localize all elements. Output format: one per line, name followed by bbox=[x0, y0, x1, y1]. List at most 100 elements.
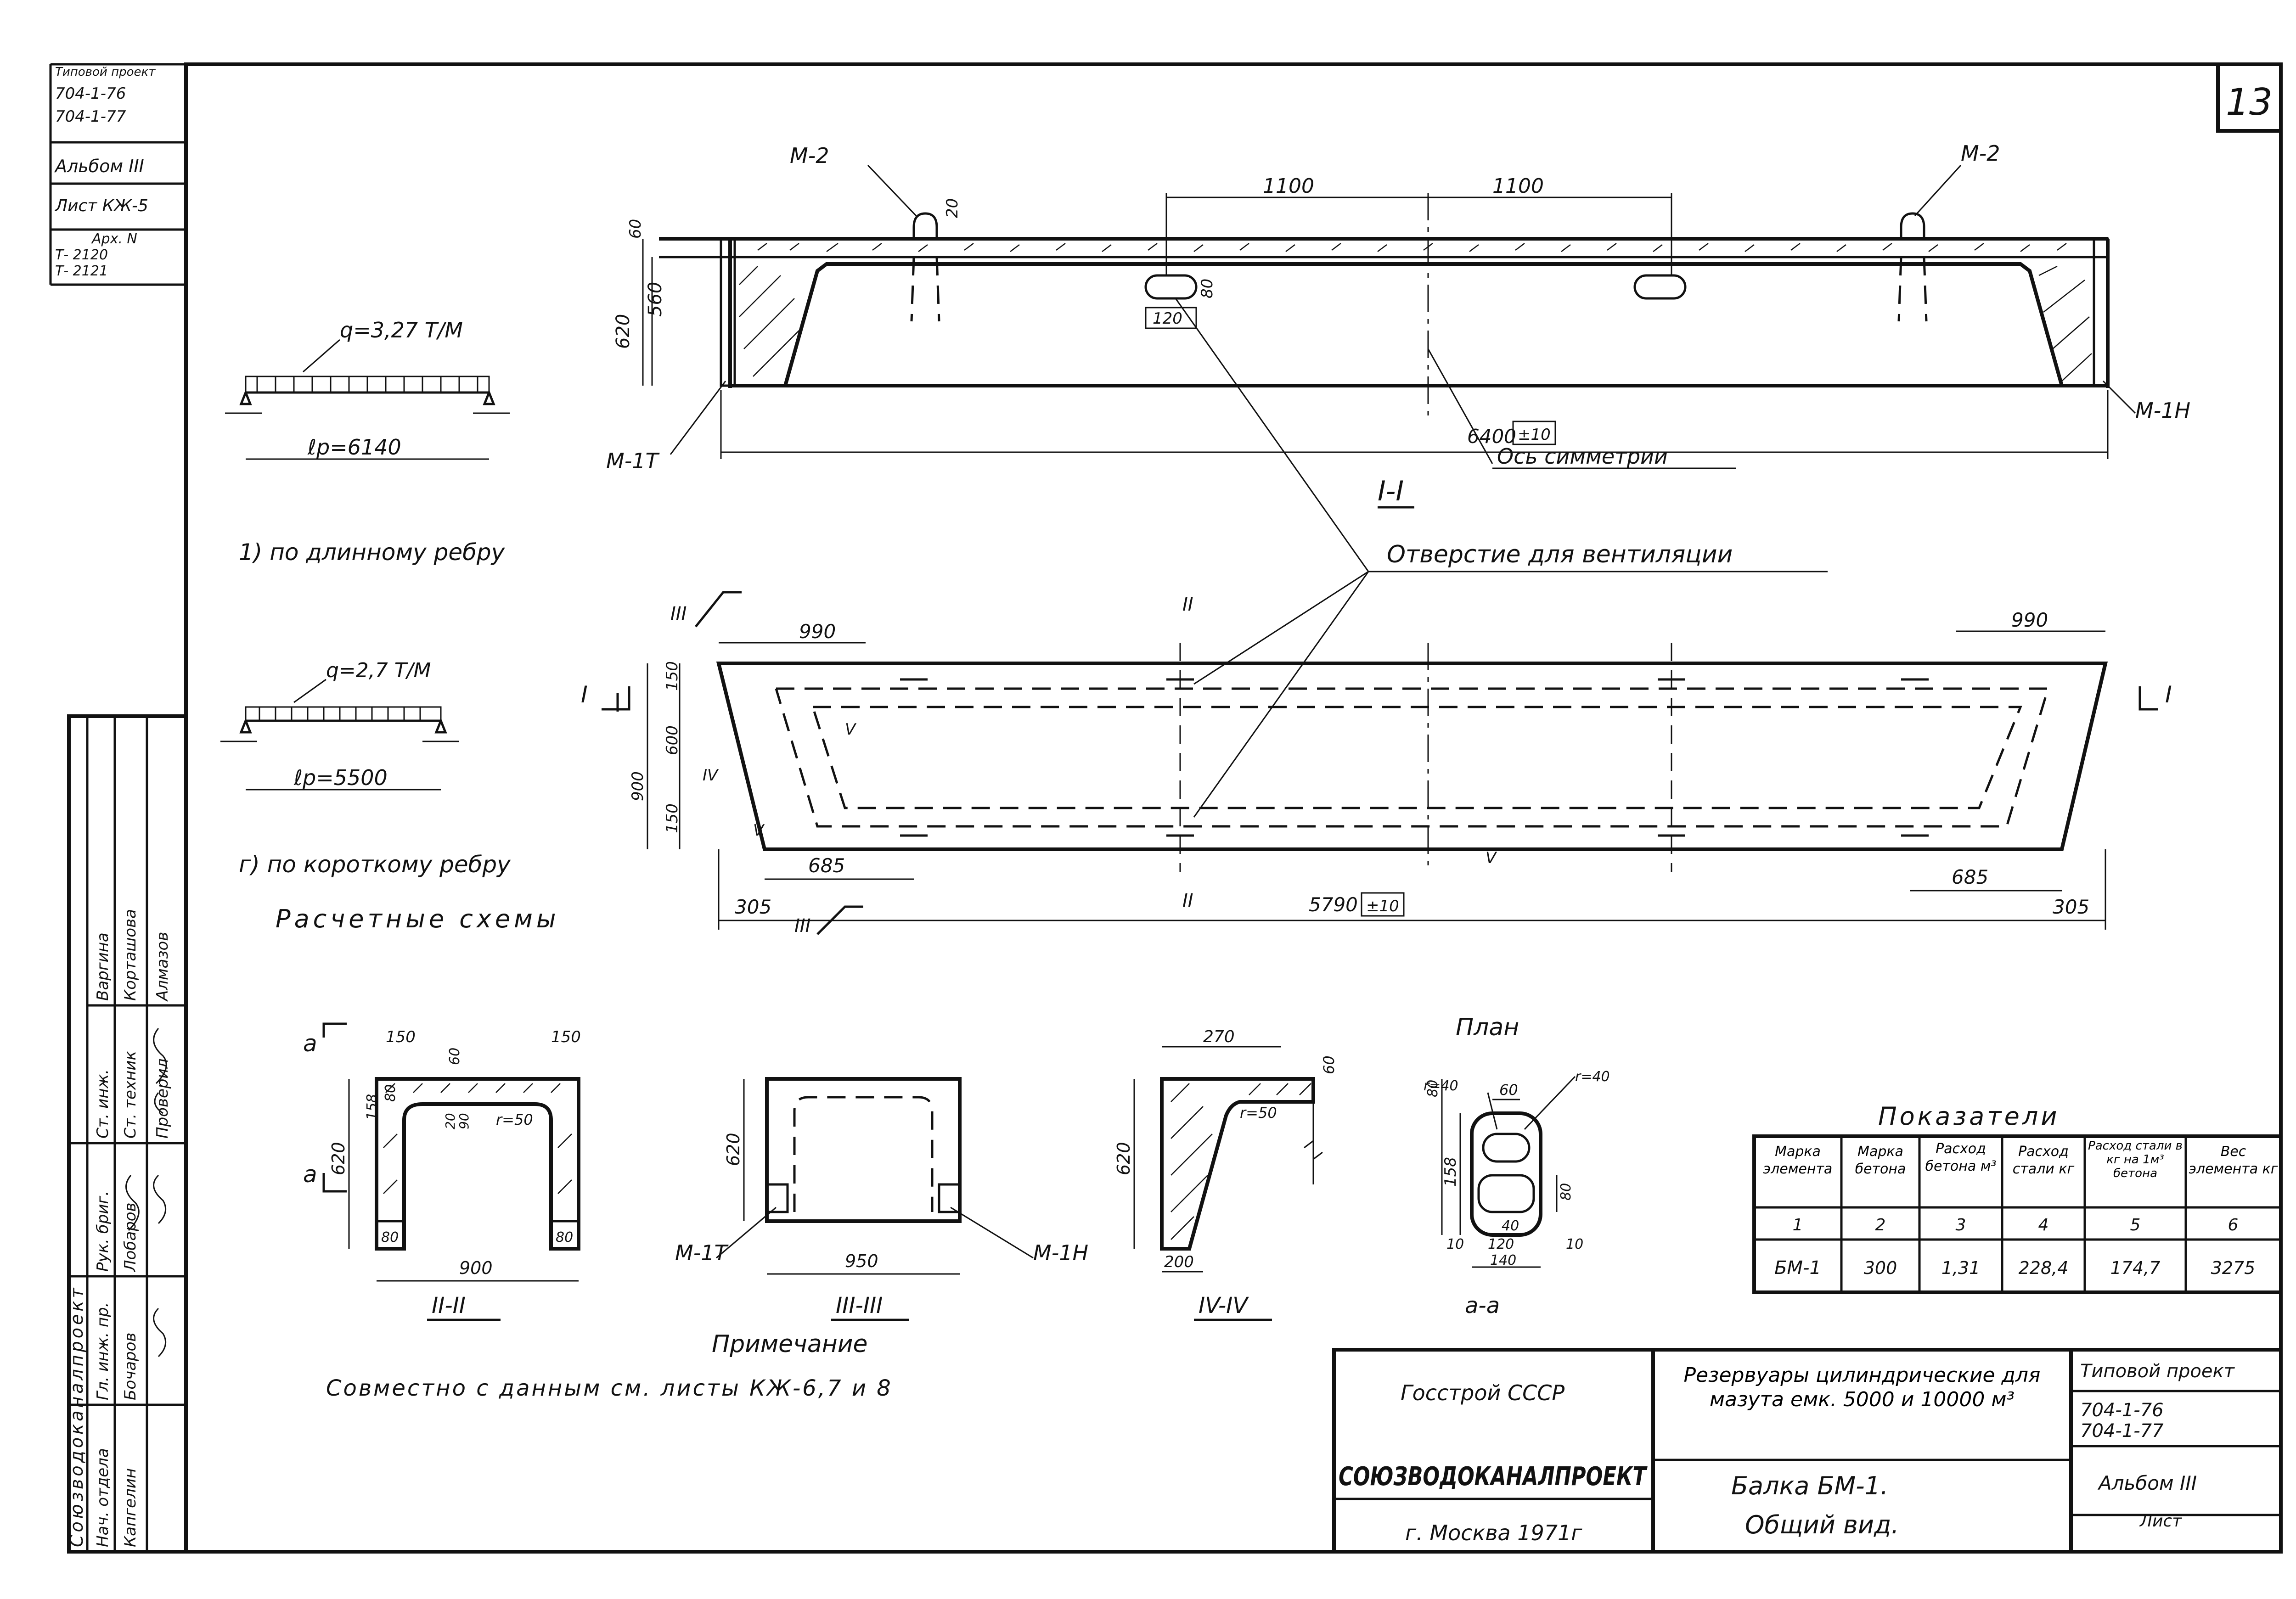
name-2: Бочаров bbox=[121, 1333, 140, 1400]
axis-symmetry-label: Ось симметрии bbox=[1497, 444, 1668, 469]
stamp-project-line-3: 704-1-77 bbox=[55, 107, 126, 126]
signature-block: Нач. отдела Капгелин Гл. инж. пр. Бочаро… bbox=[67, 714, 188, 1554]
dim-6400-tol: ±10 bbox=[1518, 426, 1551, 444]
dim-140-sa: 140 bbox=[1490, 1252, 1516, 1268]
dim-150-top: 150 bbox=[663, 661, 681, 691]
sheet-number-box bbox=[2216, 62, 2283, 133]
dim-150-left-s2: 150 bbox=[386, 1028, 416, 1046]
section-3-3: 620 950 M-1T M-1H III-III bbox=[675, 1077, 1088, 1321]
dim-60-sa: 60 bbox=[1499, 1081, 1518, 1099]
plan-label: План bbox=[1456, 1014, 1519, 1041]
col-num-1: 1 bbox=[1793, 1216, 1803, 1234]
cell-volume: 1,31 bbox=[1941, 1258, 1981, 1278]
col-num-6: 6 bbox=[2228, 1216, 2239, 1234]
name-1: Капгелин bbox=[121, 1468, 140, 1547]
header-steel-mass: Расход стали кг bbox=[2012, 1144, 2075, 1177]
dim-150-right-s2: 150 bbox=[551, 1028, 581, 1046]
cut-mark-i-left: I bbox=[581, 681, 588, 708]
project-title: Резервуары цилиндрические для мазута емк… bbox=[1683, 1363, 2041, 1411]
name-5: Корташова bbox=[121, 909, 140, 1001]
name-3: Лобаров bbox=[121, 1202, 140, 1273]
dim-950-s3: 950 bbox=[845, 1251, 878, 1271]
cut-mark-i-right: I bbox=[2165, 681, 2172, 708]
cell-steel: 228,4 bbox=[2019, 1258, 2069, 1278]
drawing-title-2: Общий вид. bbox=[1745, 1510, 1899, 1539]
dim-80-right-sa: 80 bbox=[1558, 1183, 1574, 1201]
org-vertical: Союзводоканалпроект bbox=[67, 1285, 87, 1547]
cell-weight: 3275 bbox=[2211, 1258, 2256, 1278]
mark-m1t-s3: M-1T bbox=[675, 1240, 729, 1265]
dim-60: 60 bbox=[626, 219, 645, 239]
dim-80: 80 bbox=[1198, 279, 1216, 298]
signature-scribble bbox=[153, 1307, 167, 1358]
section-1-1-title: I-I bbox=[1378, 475, 1404, 507]
cut-mark-iii-bottom: III bbox=[794, 915, 810, 937]
dim-620-s4: 620 bbox=[1114, 1142, 1134, 1175]
album-label: Альбом III bbox=[2097, 1472, 2197, 1494]
cut-mark-ii-bottom: II bbox=[1182, 890, 1193, 911]
scheme-caption-2: г) по короткому ребру bbox=[239, 851, 511, 878]
col-num-5: 5 bbox=[2130, 1216, 2141, 1234]
cut-mark-v-bottom: V bbox=[753, 821, 765, 840]
schemes-title: Расчетные схемы bbox=[276, 904, 560, 933]
dim-6400: 6400 bbox=[1467, 425, 1516, 448]
cut-a-top: a bbox=[303, 1030, 317, 1057]
signature-scribble bbox=[153, 1174, 167, 1224]
org-name: СОЮЗВОДОКАНАЛПРОЕКТ bbox=[1339, 1462, 1648, 1492]
dim-10-right-sa: 10 bbox=[1566, 1236, 1583, 1252]
dim-620: 620 bbox=[613, 314, 634, 349]
name-6: Алмазов bbox=[153, 932, 172, 1002]
dim-990-right: 990 bbox=[2011, 609, 2048, 631]
role-6: Проверил bbox=[153, 1059, 172, 1139]
stamp-sheet: Лист КЖ-5 bbox=[54, 196, 148, 215]
cut-mark-iii-top: III bbox=[670, 603, 687, 624]
opening-outline bbox=[1470, 1111, 1542, 1237]
dim-10-left-sa: 10 bbox=[1446, 1236, 1464, 1252]
r40-left-sa: r=40 bbox=[1424, 1078, 1458, 1094]
plan-view: 990 990 150 600 900 150 685 685 305 305 … bbox=[581, 591, 2172, 937]
stamp-archive-title: Арх. N bbox=[91, 231, 137, 247]
dim-80-top-sa: 80 bbox=[1425, 1080, 1441, 1097]
load-diagram-2 bbox=[245, 706, 442, 722]
dim-620-s3: 620 bbox=[723, 1133, 743, 1166]
role-5: Ст. техник bbox=[121, 1051, 140, 1139]
signature-scribble bbox=[153, 1028, 167, 1114]
dim-900-s2: 900 bbox=[459, 1258, 493, 1278]
dim-600: 600 bbox=[663, 725, 681, 755]
code-1: 704-1-76 bbox=[2080, 1400, 2164, 1421]
calc-schemes: q=3,27 T/M ℓр=6140 1) по длинному ребру … bbox=[220, 318, 560, 933]
dim-1100-right: 1100 bbox=[1492, 174, 1544, 198]
load-label-1: q=3,27 T/M bbox=[340, 318, 463, 342]
cell-steel-per-m3: 174,7 bbox=[2110, 1258, 2161, 1278]
vent-opening-left bbox=[1144, 274, 1198, 300]
signature-scribble bbox=[125, 1175, 140, 1231]
cell-mark: БМ-1 bbox=[1774, 1257, 1821, 1279]
mark-m1h-s3: M-1H bbox=[1033, 1240, 1088, 1265]
stamp-archive-1: Т- 2120 bbox=[55, 247, 108, 263]
header-mark-element: Марка элемента bbox=[1763, 1144, 1833, 1177]
dim-90-s2: 90 bbox=[456, 1113, 472, 1129]
dim-60-s4: 60 bbox=[1320, 1055, 1338, 1074]
lifting-loop-right bbox=[1900, 212, 1925, 239]
cell-grade: 300 bbox=[1864, 1258, 1897, 1278]
section-2-2: 900 620 158 80 150 150 60 20 90 r=50 80 … bbox=[303, 1022, 581, 1321]
dim-5790-tol: ±10 bbox=[1366, 897, 1399, 915]
cut-mark-v-top: V bbox=[845, 720, 857, 739]
sheet-number: 13 bbox=[2226, 81, 2273, 123]
dim-150-bottom: 150 bbox=[663, 803, 681, 833]
dim-158-sa: 158 bbox=[1441, 1157, 1460, 1187]
col-num-2: 2 bbox=[1875, 1216, 1886, 1234]
r40-right-sa: r=40 bbox=[1575, 1069, 1610, 1085]
section-2-2-title: II-II bbox=[432, 1293, 466, 1318]
dim-80-s2: 80 bbox=[383, 1084, 399, 1102]
load-label-2: q=2,7 T/M bbox=[326, 659, 431, 682]
mark-m1t-elev: M-1T bbox=[606, 449, 660, 473]
dim-990-left: 990 bbox=[799, 620, 836, 643]
stamp-project-line-1: Типовой проект bbox=[55, 65, 156, 79]
dim-1100-left: 1100 bbox=[1263, 174, 1314, 198]
dim-200-s4: 200 bbox=[1164, 1253, 1194, 1271]
col-num-3: 3 bbox=[1956, 1216, 1966, 1234]
cut-mark-iv-top: IV bbox=[703, 766, 719, 785]
vent-label: Отверстие для вентиляции bbox=[1387, 541, 1733, 568]
